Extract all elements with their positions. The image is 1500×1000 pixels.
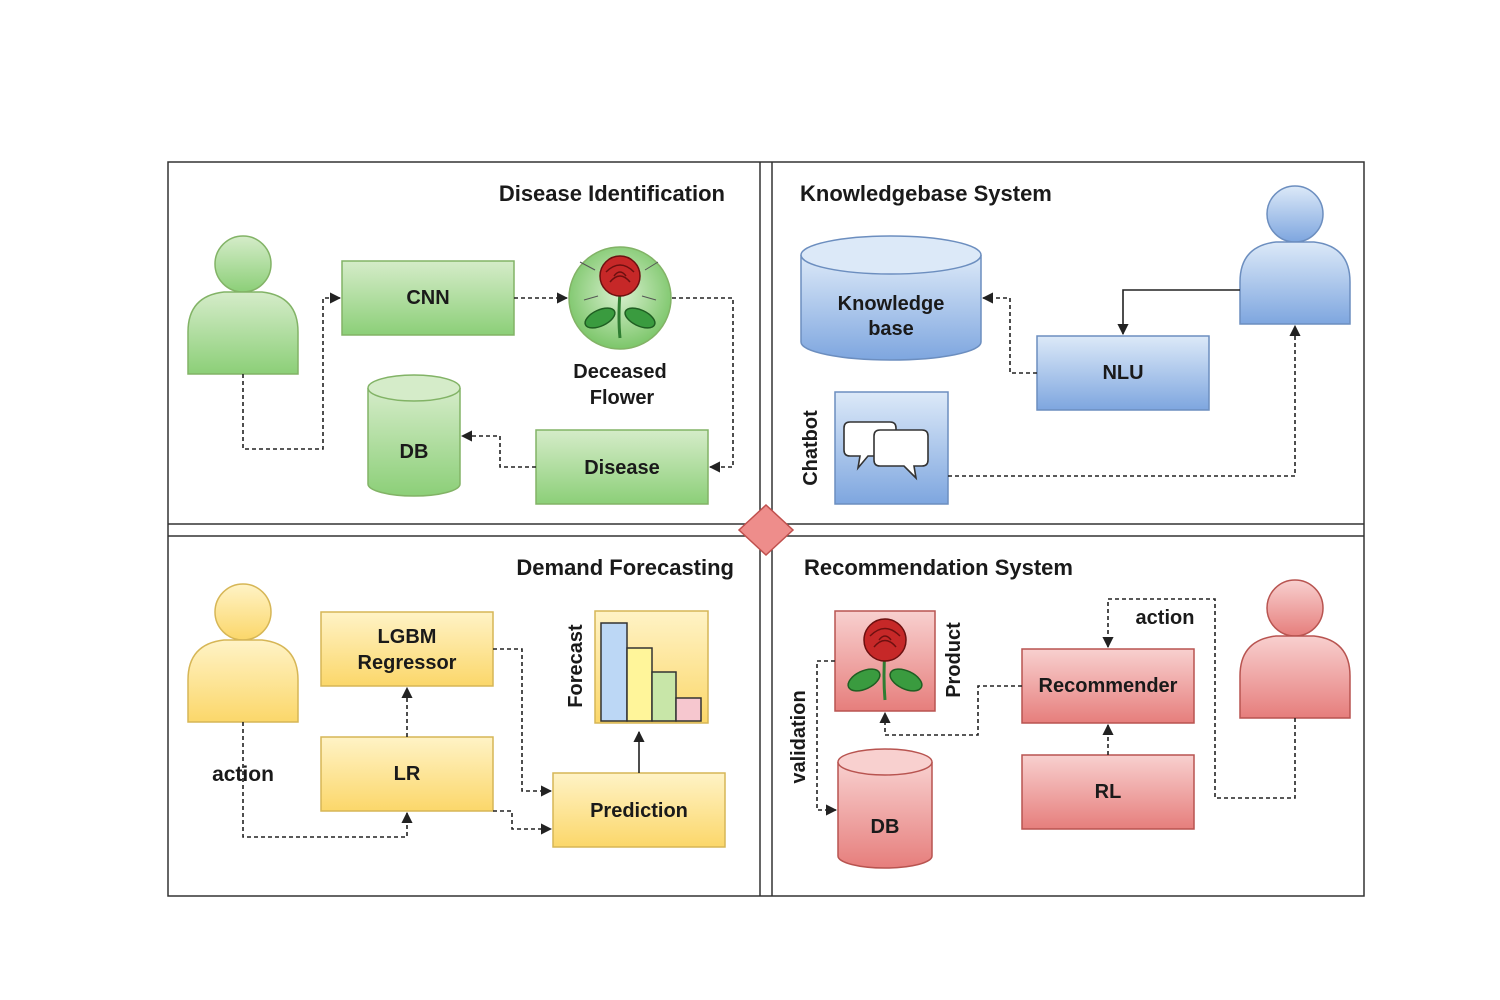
user-icon xyxy=(187,235,299,375)
disease-label: Disease xyxy=(584,457,660,479)
diamond-icon xyxy=(737,503,795,557)
forecast-label: Forecast xyxy=(565,624,587,708)
rl-label: RL xyxy=(1095,781,1122,803)
disease-db-label: DB xyxy=(400,441,429,463)
knowledge-base-label-line2: base xyxy=(868,318,914,340)
lr-box xyxy=(320,736,494,812)
deceased-flower-label-line2: Flower xyxy=(590,387,655,409)
lr-label: LR xyxy=(394,763,421,785)
rose-icon xyxy=(568,246,672,350)
rose-icon xyxy=(847,618,923,701)
knowledge-base-label-line1: Knowledge xyxy=(838,293,945,315)
chat-bubbles-icon xyxy=(843,421,929,481)
recommendation-action-label: action xyxy=(1136,607,1195,629)
chatbot-label: Chatbot xyxy=(800,410,822,486)
database-icon xyxy=(367,374,461,497)
product-label: Product xyxy=(943,622,965,698)
deceased-flower-label-line1: Deceased xyxy=(573,361,666,383)
nlu-label: NLU xyxy=(1102,362,1143,384)
lgbm-label-line1: LGBM xyxy=(378,626,437,648)
bar-chart-icon xyxy=(600,622,702,722)
cnn-label: CNN xyxy=(406,287,449,309)
recommendation-db-label: DB xyxy=(871,816,900,838)
database-icon xyxy=(837,748,933,869)
rl-box xyxy=(1021,754,1195,830)
validation-label: validation xyxy=(788,690,810,783)
recommender-label: Recommender xyxy=(1039,675,1178,697)
lgbm-label-line2: Regressor xyxy=(358,652,457,674)
user-icon xyxy=(1239,579,1351,719)
recommender-box xyxy=(1021,648,1195,724)
knowledge-title: Knowledgebase System xyxy=(800,181,1052,206)
disease-title: Disease Identification xyxy=(499,181,725,206)
lgbm-box xyxy=(320,611,494,687)
demand-title: Demand Forecasting xyxy=(516,555,734,580)
prediction-label: Prediction xyxy=(590,800,688,822)
outer-frame xyxy=(167,161,1365,897)
recommendation-title: Recommendation System xyxy=(804,555,1073,580)
database-icon xyxy=(800,235,982,361)
user-icon xyxy=(1239,185,1351,325)
prediction-box xyxy=(552,772,726,848)
user-icon xyxy=(187,583,299,723)
cnn-box xyxy=(341,260,515,336)
